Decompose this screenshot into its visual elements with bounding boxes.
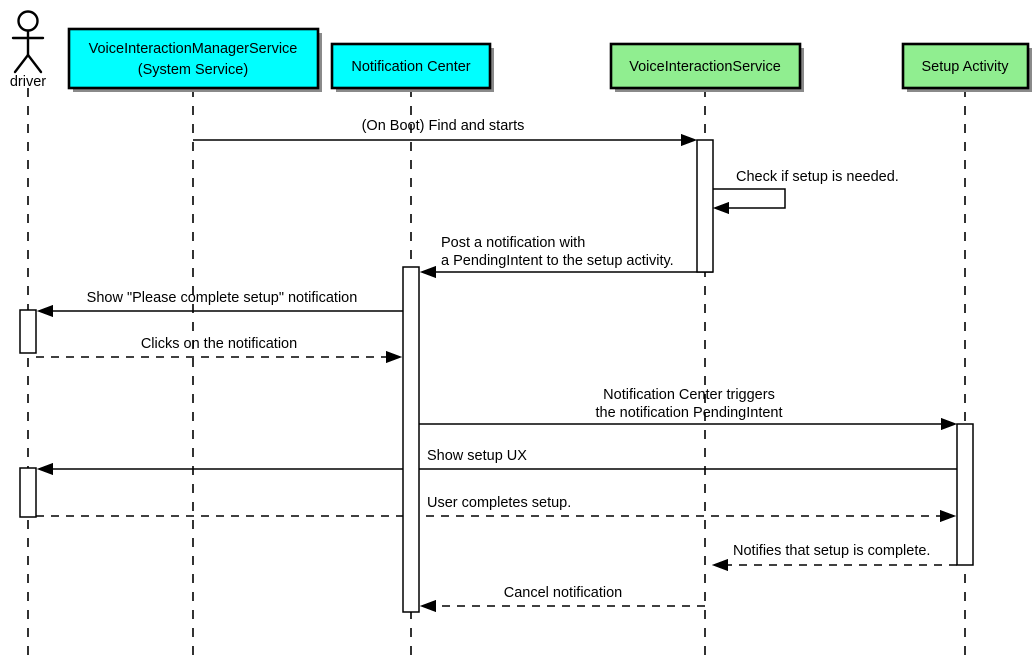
arrowhead-right-icon: [941, 418, 957, 430]
activation-bars-layer: [19, 139, 974, 613]
message-clicks-on-the-notification[interactable]: Clicks on the notification: [36, 336, 402, 363]
message-label-line1: Post a notification with: [441, 235, 585, 251]
message-label-line2: the notification PendingIntent: [595, 405, 782, 421]
actor-head-icon: [17, 10, 39, 32]
message-show-setup-ux[interactable]: Show setup UX: [37, 448, 957, 475]
message-show-please-complete-setup-notification[interactable]: Show "Please complete setup" notificatio…: [37, 290, 403, 317]
participant-box-notification-center[interactable]: [330, 42, 492, 90]
message-label: Clicks on the notification: [141, 336, 297, 352]
arrowhead-right-icon: [940, 510, 956, 522]
message-notification-center-triggers-pendingintent[interactable]: Notification Center triggers the notific…: [419, 387, 957, 430]
participant-voiceinteractionservice[interactable]: VoiceInteractionService: [609, 42, 804, 92]
activation-bar-setup-activity[interactable]: [956, 423, 974, 566]
participant-vims[interactable]: VoiceInteractionManagerService (System S…: [67, 27, 322, 92]
message-label: Notifies that setup is complete.: [733, 543, 930, 559]
arrowhead-left-icon: [420, 600, 436, 612]
arrowhead-right-icon: [681, 134, 697, 146]
arrowhead-left-icon: [37, 463, 53, 475]
actor-leg-right-icon: [26, 53, 43, 74]
participant-label-setup-activity: Setup Activity: [921, 59, 1009, 75]
message-label-line1: Notification Center triggers: [603, 387, 775, 403]
actor-leg-left-icon: [13, 53, 30, 74]
participant-notification-center[interactable]: Notification Center: [330, 42, 494, 92]
arrowhead-left-icon: [712, 559, 728, 571]
participant-box-voiceinteractionservice[interactable]: [609, 42, 802, 90]
arrowhead-right-icon: [386, 351, 402, 363]
activation-bar-voiceinteractionservice-boot[interactable]: [696, 139, 714, 273]
participant-setup-activity[interactable]: Setup Activity: [901, 42, 1032, 92]
activation-bar-driver-notification[interactable]: [19, 309, 37, 354]
participant-label-vims-line2: (System Service): [138, 62, 248, 78]
message-check-if-setup-is-needed[interactable]: Check if setup is needed.: [713, 169, 899, 214]
participant-box-vims[interactable]: [67, 27, 320, 90]
message-self-loop-path: [713, 188, 786, 209]
message-post-notification-pendingintent[interactable]: Post a notification with a PendingIntent…: [420, 235, 713, 278]
message-notifies-that-setup-is-complete[interactable]: Notifies that setup is complete.: [712, 543, 957, 571]
participant-label-notification-center: Notification Center: [351, 59, 470, 75]
message-label: Show "Please complete setup" notificatio…: [87, 290, 358, 306]
message-label: User completes setup.: [427, 495, 571, 511]
arrowhead-left-icon: [37, 305, 53, 317]
activation-bar-driver-setup[interactable]: [19, 467, 37, 518]
message-label-line2: a PendingIntent to the setup activity.: [441, 253, 674, 269]
arrowhead-left-icon: [713, 202, 729, 214]
activation-bar-notification-center[interactable]: [402, 266, 420, 613]
participant-label-voiceinteractionservice: VoiceInteractionService: [629, 59, 781, 75]
message-cancel-notification[interactable]: Cancel notification: [420, 585, 705, 612]
message-user-completes-setup[interactable]: User completes setup.: [36, 495, 956, 522]
arrowheads-overlay-layer: [37, 134, 957, 612]
participant-driver[interactable]: driver: [10, 10, 46, 91]
participant-box-setup-activity[interactable]: [901, 42, 1030, 90]
participant-label-vims-line1: VoiceInteractionManagerService: [89, 41, 298, 57]
message-label: (On Boot) Find and starts: [362, 118, 525, 134]
message-label: Check if setup is needed.: [736, 169, 899, 185]
message-label: Show setup UX: [427, 448, 527, 464]
message-label: Cancel notification: [504, 585, 623, 601]
arrowhead-left-icon: [420, 266, 436, 278]
message-on-boot-find-and-starts[interactable]: (On Boot) Find and starts: [193, 118, 697, 146]
participant-label-driver: driver: [10, 74, 46, 90]
